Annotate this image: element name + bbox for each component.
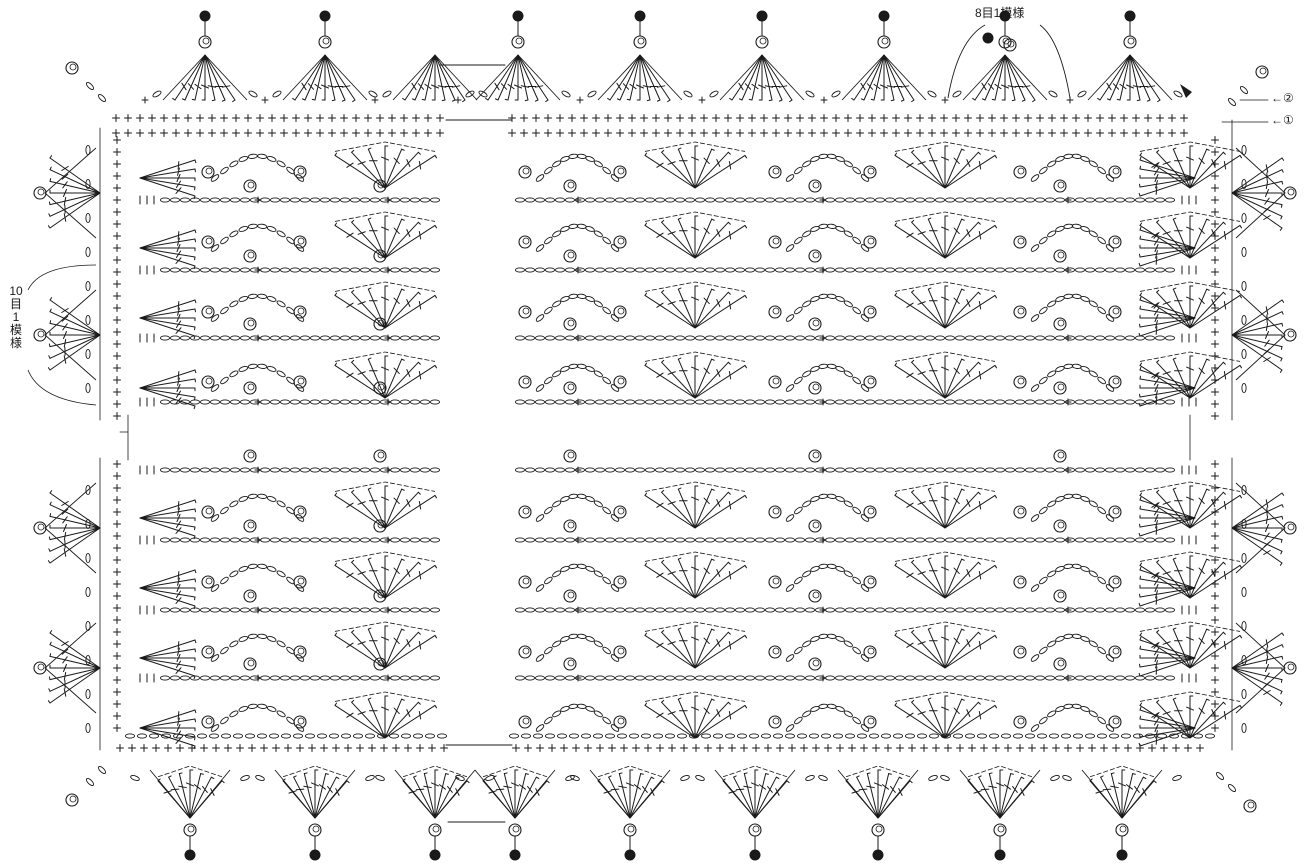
sc-frame [85, 114, 1247, 752]
top-edging [141, 10, 1192, 104]
row-1-marker: ←① [1271, 113, 1294, 127]
corner-edging [65, 61, 1269, 813]
repeat-annotations [27, 99, 1269, 406]
left-edging [33, 147, 101, 714]
bottom-edging [130, 765, 1182, 861]
row-2-marker: ←② [1271, 91, 1294, 105]
top-repeat-label: 8目1模様 [975, 6, 1025, 20]
side-repeat-label: 10 目 1 模 様 [9, 284, 23, 350]
pattern-body [119, 141, 1243, 750]
right-edging [1231, 147, 1297, 714]
